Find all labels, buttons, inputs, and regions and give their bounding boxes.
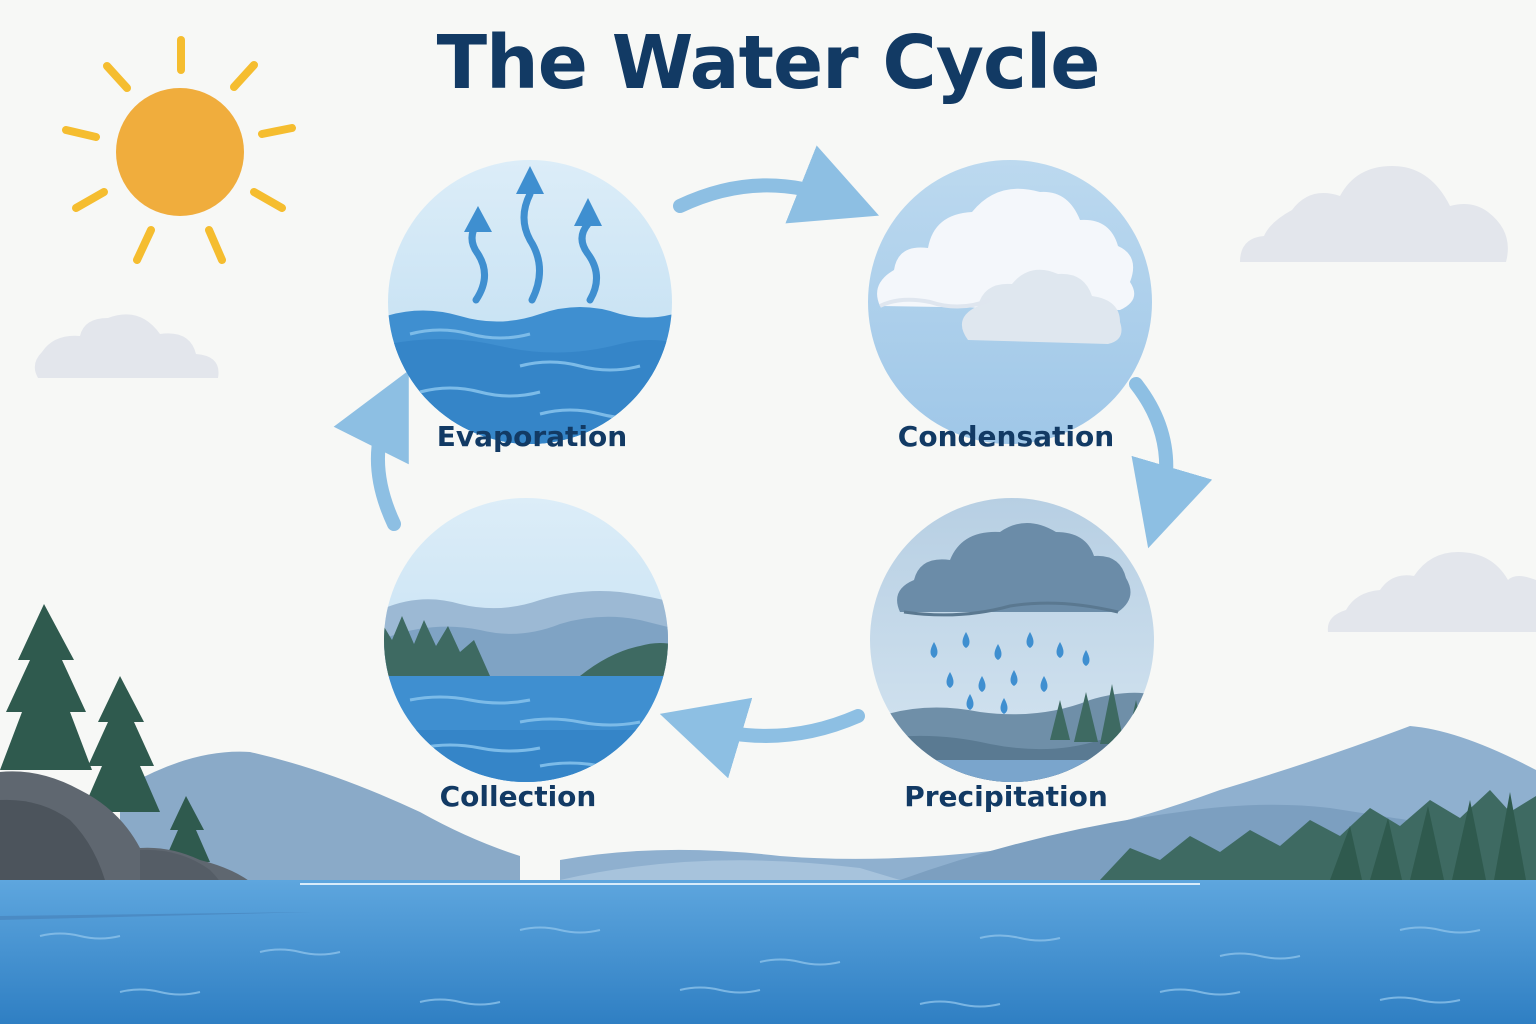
label-collection: Collection (439, 780, 597, 813)
cloud-icon (1240, 166, 1508, 262)
label-precipitation: Precipitation (904, 780, 1108, 813)
sea (0, 880, 1536, 1024)
arrow-evaporation-to-condensation (673, 145, 880, 224)
arrow-collection-to-evaporation (333, 370, 409, 531)
cycle-arrows (333, 145, 1213, 779)
label-evaporation: Evaporation (436, 420, 628, 453)
rain-cloud-icon (897, 523, 1131, 612)
cloud-icon (34, 314, 219, 378)
precipitation-illustration (870, 498, 1154, 782)
collection-illustration (384, 498, 668, 782)
raindrop-icons (930, 632, 1090, 714)
cloud-icon (1327, 552, 1536, 632)
tree-line (1100, 790, 1536, 880)
arrow-condensation-to-precipitation (1129, 377, 1213, 549)
arrow-precipitation-to-collection (659, 697, 865, 779)
sun-icon (62, 36, 296, 264)
condensation-illustration (868, 160, 1152, 444)
label-condensation: Condensation (897, 420, 1115, 453)
pine-tree-icon (0, 604, 210, 862)
evaporation-illustration (388, 160, 672, 444)
page-title: The Water Cycle (436, 20, 1101, 106)
